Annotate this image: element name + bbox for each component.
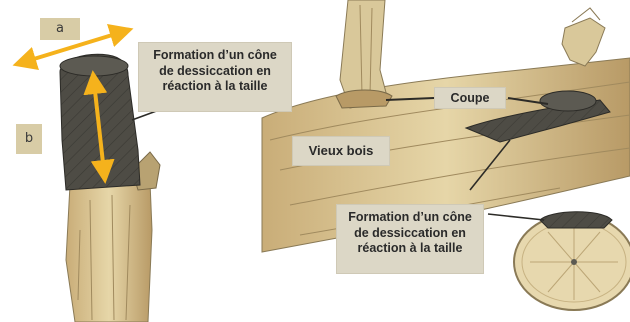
cone-label-left: Formation d’un cône de dessiccation en r… (138, 42, 292, 112)
dimension-b-label: b (16, 124, 42, 154)
cone-label-right: Formation d’un cône de dessiccation en r… (336, 204, 484, 274)
old-wood-label: Vieux bois (292, 136, 390, 166)
stump-cut-surface (60, 56, 128, 76)
shoot-collar (336, 90, 392, 108)
cut-label: Coupe (434, 87, 506, 109)
upper-shoot (562, 18, 605, 66)
leader-cone-right-2 (488, 214, 544, 220)
branch-cut-surface (540, 91, 596, 111)
dimension-a-label: a (40, 18, 80, 40)
